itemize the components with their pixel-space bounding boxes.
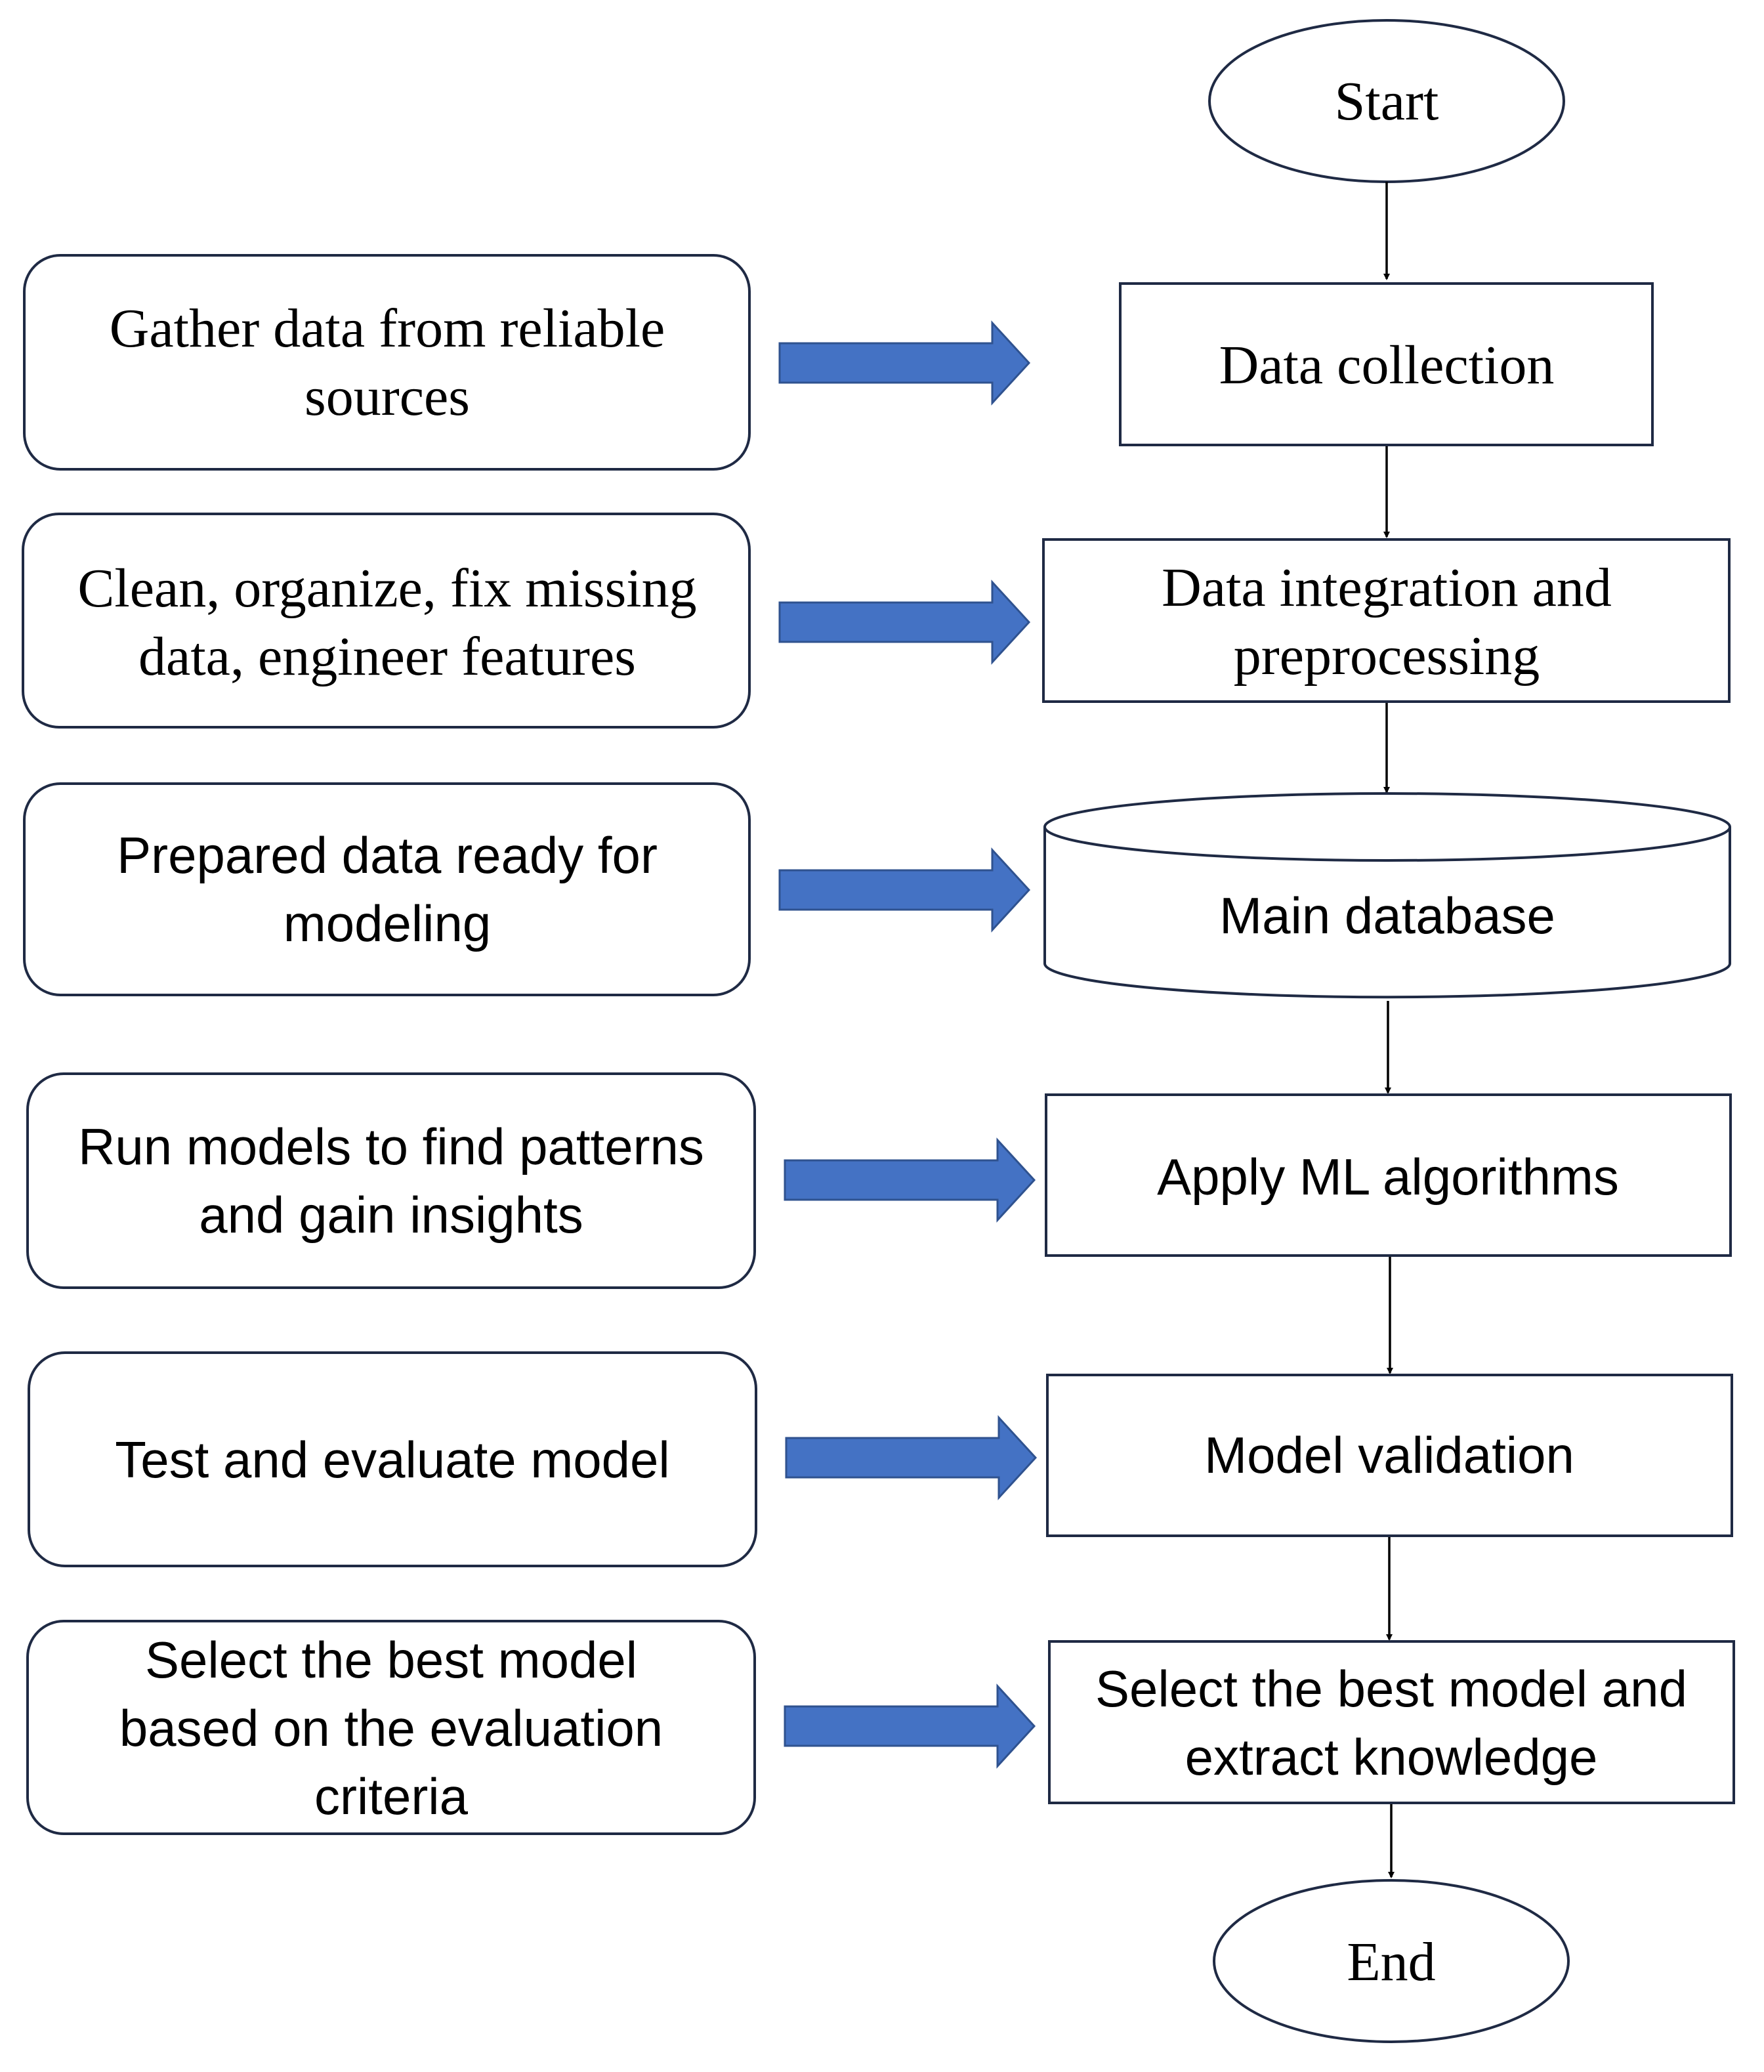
step-apply-ml-label: Apply ML algorithms: [1157, 1148, 1619, 1206]
description-gather-data: Gather data from reliable sources: [23, 254, 751, 471]
description-test-evaluate: Test and evaluate model: [28, 1351, 757, 1567]
block-arrow-4: [784, 1137, 1036, 1223]
description-clean-organize: Clean, organize, fix missing data, engin…: [22, 513, 751, 729]
block-arrow-6: [784, 1683, 1036, 1769]
end-label: End: [1347, 1932, 1435, 1993]
step-model-validation: Model validation: [1046, 1374, 1733, 1537]
description-prepared-data: Prepared data ready for modeling: [23, 782, 751, 996]
description-clean-organize-line2: data, engineer features: [138, 626, 636, 687]
block-arrow-2: [778, 580, 1031, 665]
step-data-collection: Data collection: [1119, 282, 1654, 446]
step-main-database-label: Main database: [1219, 887, 1555, 944]
step-select-best-model-label-line2: extract knowledge: [1185, 1728, 1598, 1786]
step-model-validation-label: Model validation: [1204, 1426, 1574, 1484]
start-label: Start: [1335, 71, 1439, 132]
description-run-models-line1: Run models to find patterns: [78, 1118, 704, 1175]
description-clean-organize-line1: Clean, organize, fix missing: [77, 558, 696, 619]
description-select-best-line3: criteria: [314, 1767, 469, 1825]
database-cylinder-body: [1043, 827, 1731, 999]
step-data-integration-label-line2: preprocessing: [1234, 625, 1540, 687]
block-arrow-1: [778, 320, 1031, 406]
description-run-models: Run models to find patterns and gain ins…: [26, 1072, 756, 1289]
description-gather-data-line1: Gather data from reliable: [110, 298, 665, 359]
block-arrows: [778, 320, 1038, 1769]
database-cylinder-top: [1043, 792, 1731, 862]
step-select-best-model: Select the best model and extract knowle…: [1048, 1640, 1735, 1804]
step-main-database: Main database: [1043, 792, 1731, 999]
step-data-integration: Data integration and preprocessing: [1042, 538, 1731, 703]
block-arrow-3: [778, 847, 1031, 933]
step-data-collection-label: Data collection: [1219, 335, 1555, 396]
description-run-models-line2: and gain insights: [199, 1186, 583, 1244]
description-prepared-data-line2: modeling: [284, 895, 492, 952]
flow-connectors: [1383, 182, 1395, 1878]
start-terminal: Start: [1208, 19, 1565, 183]
end-terminal: End: [1213, 1879, 1570, 2043]
step-select-best-model-label-line1: Select the best model and: [1095, 1660, 1687, 1718]
description-select-best-line1: Select the best model: [145, 1631, 637, 1689]
description-prepared-data-line1: Prepared data ready for: [117, 826, 658, 884]
block-arrow-5: [785, 1415, 1038, 1500]
description-test-evaluate-line1: Test and evaluate model: [115, 1431, 670, 1489]
description-select-best-line2: based on the evaluation: [119, 1699, 663, 1757]
description-select-best: Select the best model based on the evalu…: [26, 1620, 756, 1835]
step-apply-ml: Apply ML algorithms: [1045, 1093, 1732, 1257]
description-gather-data-line2: sources: [304, 366, 470, 427]
step-data-integration-label-line1: Data integration and: [1162, 557, 1612, 618]
